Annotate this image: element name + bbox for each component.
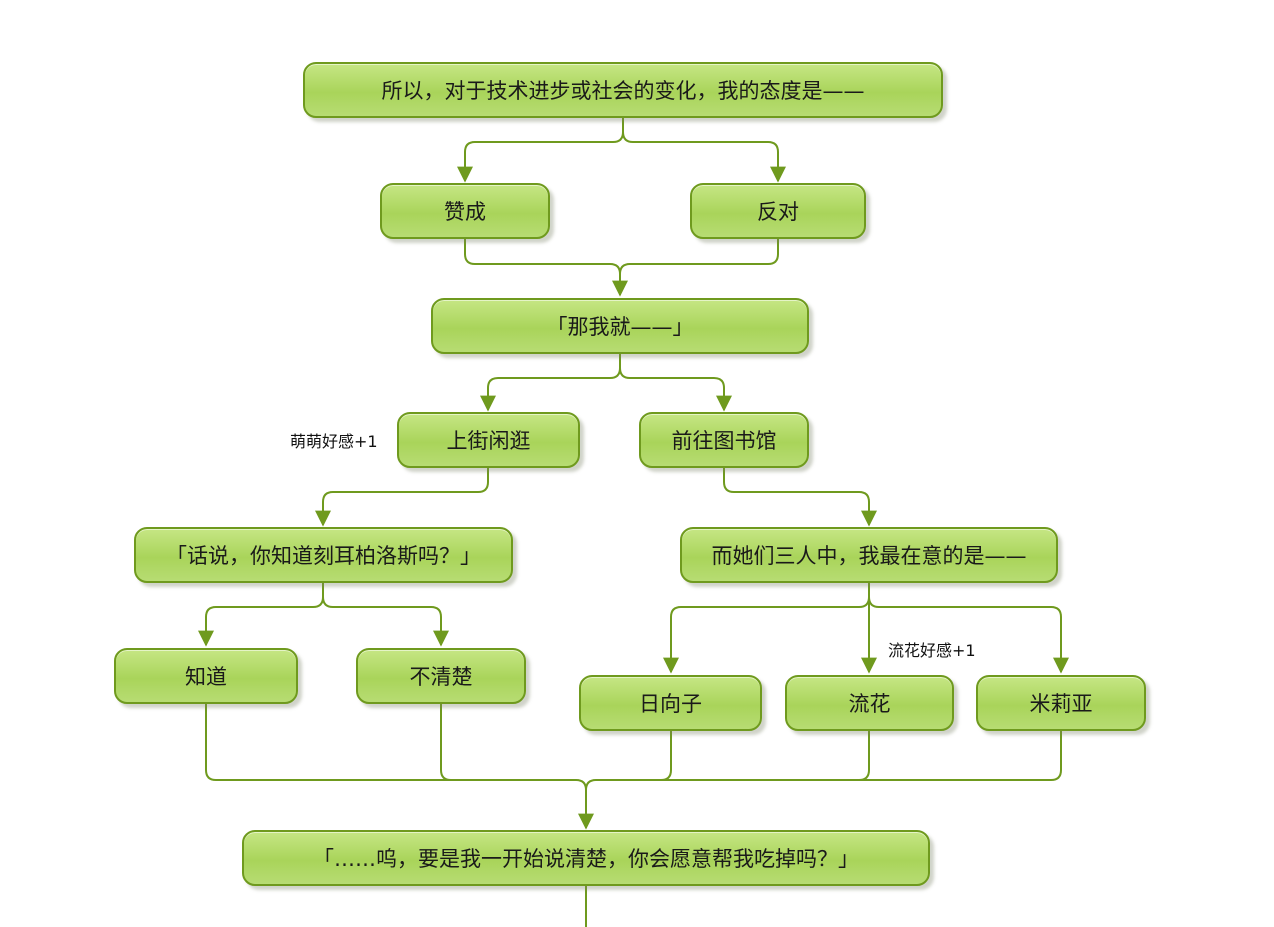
node-not-sure[interactable]: 不清楚: [356, 648, 526, 704]
node-attitude-question[interactable]: 所以，对于技术进步或社会的变化，我的态度是——: [303, 62, 943, 118]
node-agree[interactable]: 赞成: [380, 183, 550, 239]
edge-kepler-to-notsure: [322, 583, 449, 647]
node-kepler-question[interactable]: 「话说，你知道刻耳柏洛斯吗？」: [134, 527, 513, 583]
node-library[interactable]: 前往图书馆: [639, 412, 809, 468]
edge-ryuka-to-final: [661, 731, 870, 781]
edge-then-to-library: [619, 354, 732, 412]
node-ryuka[interactable]: 流花: [785, 675, 954, 731]
edge-milia-to-final: [859, 731, 1062, 781]
note-moemoe-affection: 萌萌好感+1: [290, 432, 378, 451]
node-final[interactable]: 「……呜，要是我一开始说清楚，你会愿意帮我吃掉吗？」: [242, 830, 930, 886]
edge-attitude-to-oppose: [622, 118, 786, 183]
node-stroll[interactable]: 上街闲逛: [397, 412, 580, 468]
edge-know-to-final: [205, 704, 594, 830]
edge-oppose-to-then: [619, 239, 779, 275]
edge-kepler-to-know: [198, 583, 324, 647]
node-know[interactable]: 知道: [114, 648, 298, 704]
edge-care-to-milia: [868, 583, 1069, 674]
node-hinatako[interactable]: 日向子: [579, 675, 762, 731]
node-then-i[interactable]: 「那我就——」: [431, 298, 809, 354]
note-ryuka-affection: 流花好感+1: [888, 641, 976, 660]
node-milia[interactable]: 米莉亚: [976, 675, 1146, 731]
node-oppose[interactable]: 反对: [690, 183, 866, 239]
edge-stroll-to-kepler: [315, 468, 489, 527]
edge-care-to-hinatako: [663, 583, 870, 674]
edge-then-to-stroll: [480, 354, 621, 412]
edge-agree-to-then: [464, 239, 628, 297]
node-care-question[interactable]: 而她们三人中，我最在意的是——: [680, 527, 1058, 583]
edge-notsure-to-final: [440, 704, 452, 781]
edge-library-to-care: [723, 468, 877, 527]
edge-hinatako-to-final: [585, 731, 672, 791]
edge-attitude-to-agree: [457, 118, 624, 183]
